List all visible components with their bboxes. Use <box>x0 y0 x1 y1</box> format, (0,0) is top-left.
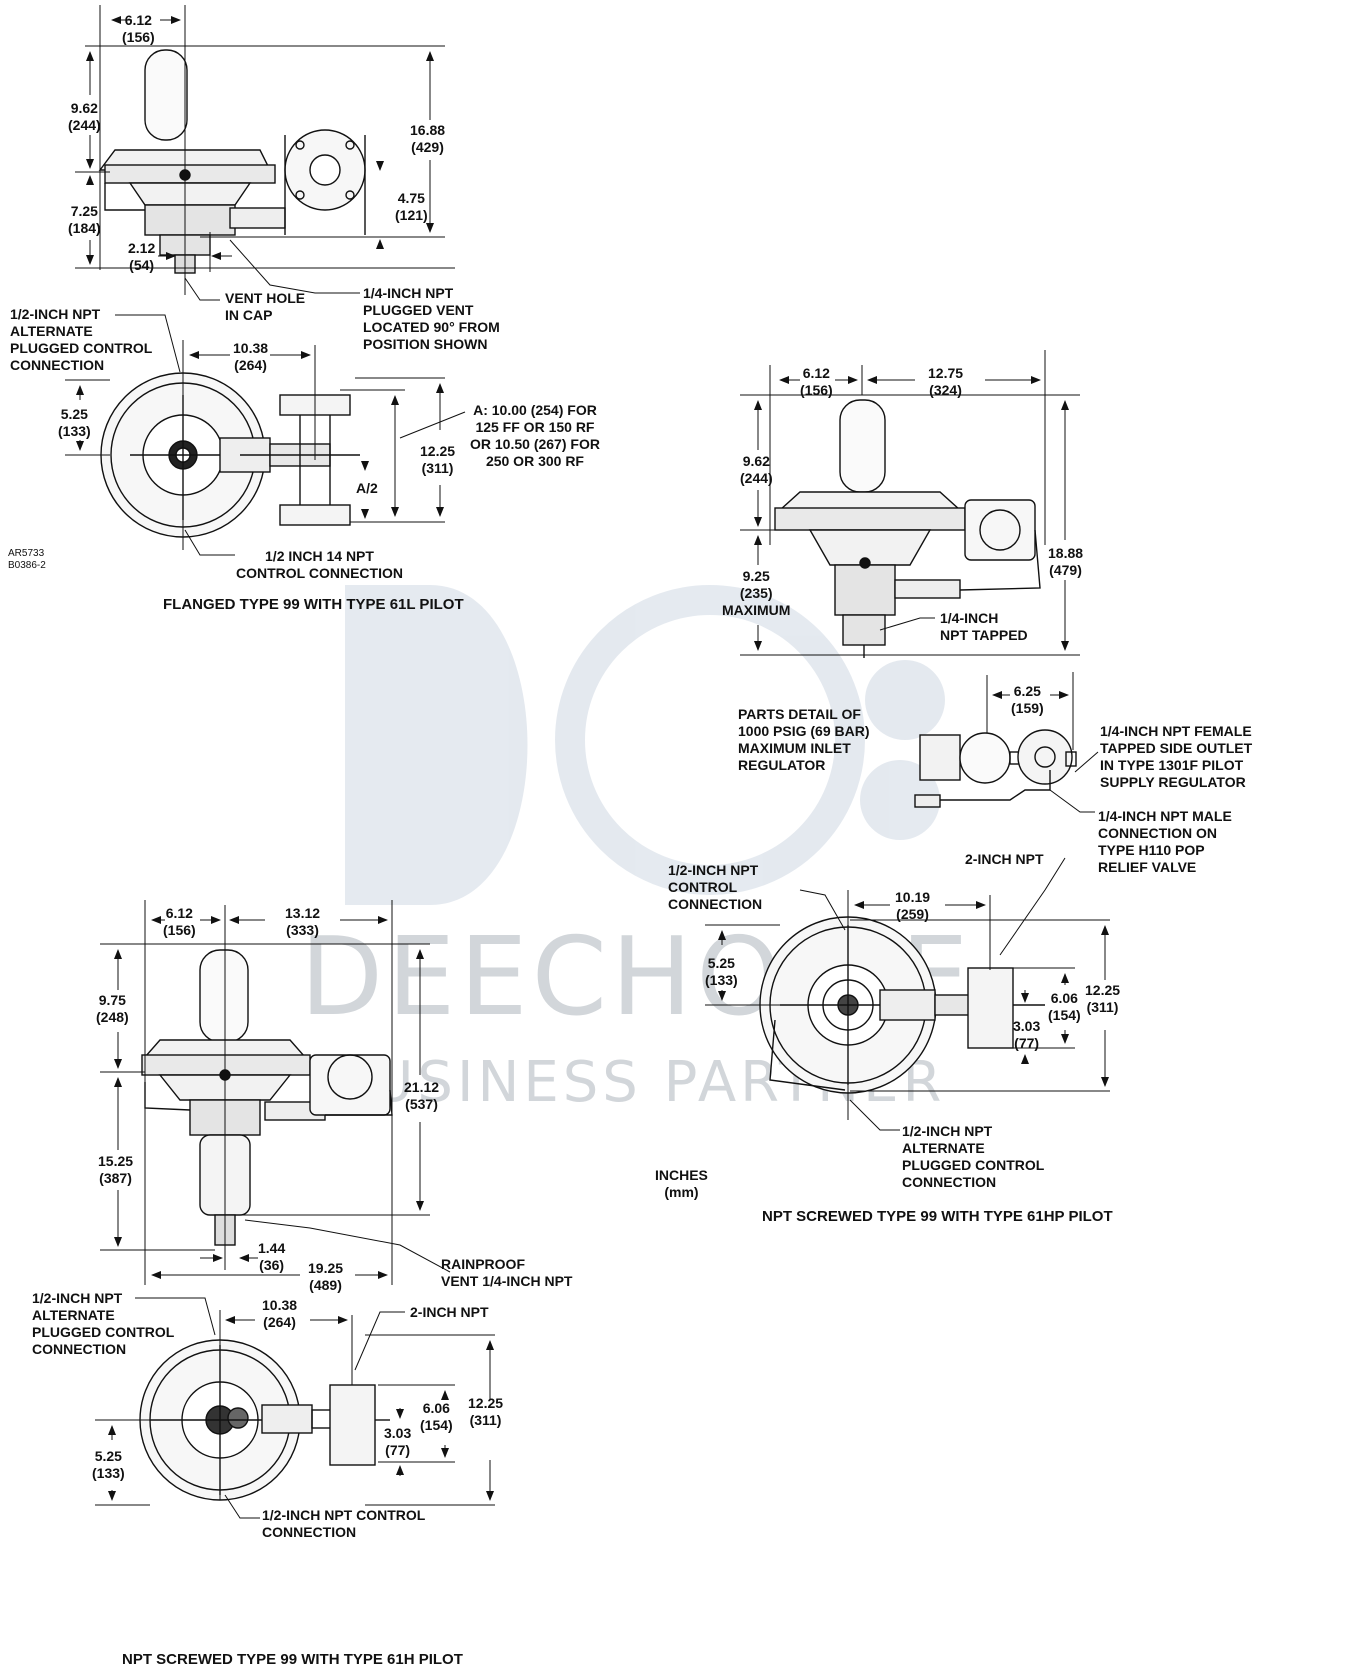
fig1-dim-9-62: 9.62 (244) <box>68 100 101 133</box>
units-legend: INCHES (mm) <box>655 1167 708 1200</box>
fig3-caption: NPT SCREWED TYPE 99 WITH TYPE 61H PILOT <box>122 1651 463 1668</box>
fig3-dimension-lines <box>100 900 451 1285</box>
fig2-dimension-lines <box>740 350 1080 656</box>
fig2-callout-female-outlet: 1/4-INCH NPT FEMALE TAPPED SIDE OUTLET I… <box>1100 723 1253 790</box>
fig2-dim-18-88: 18.88 (479) <box>1048 545 1084 578</box>
fig3-dim-6-06: 6.06 (154) <box>420 1400 453 1433</box>
fig3-dim-6-12: 6.12 (156) <box>163 905 196 938</box>
fig2-dim-12-75: 12.75 (324) <box>928 365 964 398</box>
fig2-dim-9-62: 9.62 (244) <box>740 453 773 486</box>
fig3-dim-21-12: 21.12 (537) <box>404 1079 440 1112</box>
fig2-elevation <box>774 399 1041 658</box>
fig2-plan-dimension-lines <box>705 857 1110 1131</box>
fig2-detail-dimension-lines <box>986 672 1099 813</box>
fig1-dim-12-25: 12.25 (311) <box>420 443 456 476</box>
fig1-plan <box>100 372 360 538</box>
fig1-callout-a-note: A: 10.00 (254) FOR 125 FF OR 150 RF OR 1… <box>470 402 600 469</box>
fig2-dim-12-25: 12.25 (311) <box>1085 982 1121 1015</box>
fig2-dim-6-25: 6.25 (159) <box>1011 683 1044 716</box>
fig1-callout-alt-control: 1/2-INCH NPT ALTERNATE PLUGGED CONTROL C… <box>10 306 153 373</box>
fig2-dim-10-19: 10.19 (259) <box>895 889 931 922</box>
fig1-dim-5-25: 5.25 (133) <box>58 406 91 439</box>
fig1-dim-2-12: 2.12 (54) <box>128 240 156 273</box>
fig1-dim-6-12: 6.12 (156) <box>122 12 155 45</box>
fig2-callout-control: 1/2-INCH NPT CONTROL CONNECTION <box>668 862 763 912</box>
fig3-dim-5-25: 5.25 (133) <box>92 1448 125 1481</box>
fig3-elevation <box>141 949 393 1246</box>
fig3-callout-control: 1/2-INCH NPT CONTROL CONNECTION <box>262 1507 426 1540</box>
watermark-logo <box>345 585 945 905</box>
fig1-elevation <box>98 49 366 274</box>
fig2-dim-3-03: 3.03 (77) <box>1013 1018 1041 1051</box>
fig2-dim-6-12: 6.12 (156) <box>800 365 833 398</box>
fig2-parts-detail <box>914 729 1077 808</box>
fig1-dim-7-25: 7.25 (184) <box>68 203 101 236</box>
fig1-dim-a-half: A/2 <box>356 480 378 496</box>
fig1-caption: FLANGED TYPE 99 WITH TYPE 61L PILOT <box>163 596 464 613</box>
fig1-plan-dimension-lines <box>65 314 466 556</box>
fig3-dim-3-03: 3.03 (77) <box>384 1425 412 1458</box>
fig3-dim-9-75: 9.75 (248) <box>96 992 129 1025</box>
fig2-callout-alt-control: 1/2-INCH NPT ALTERNATE PLUGGED CONTROL C… <box>902 1123 1045 1190</box>
fig3-dim-10-38: 10.38 (264) <box>262 1297 298 1330</box>
fig2-dim-5-25: 5.25 (133) <box>705 955 738 988</box>
fig1-dim-10-38: 10.38 (264) <box>233 340 269 373</box>
fig2-callout-male-conn: 1/4-INCH NPT MALE CONNECTION ON TYPE H11… <box>1098 808 1232 875</box>
fig1-dim-16-88: 16.88 (429) <box>410 122 446 155</box>
fig1-callout-vent-hole: VENT HOLE IN CAP <box>225 290 306 323</box>
fig2-dim-9-25: 9.25 (235) MAXIMUM <box>722 568 791 618</box>
fig2-plan <box>759 916 1045 1094</box>
fig3-dim-19-25: 19.25 (489) <box>308 1260 344 1293</box>
doc-ids: AR5733 B0386-2 <box>8 548 46 571</box>
fig3-plan-dimension-lines <box>95 1297 495 1519</box>
fig2-dim-6-06: 6.06 (154) <box>1048 990 1081 1023</box>
fig1-callout-control: 1/2 INCH 14 NPT CONTROL CONNECTION <box>236 548 403 581</box>
fig1-dim-4-75: 4.75 (121) <box>395 190 428 223</box>
fig3-callout-alt-control: 1/2-INCH NPT ALTERNATE PLUGGED CONTROL C… <box>32 1290 175 1357</box>
fig2-caption: NPT SCREWED TYPE 99 WITH TYPE 61HP PILOT <box>762 1208 1113 1225</box>
fig3-dim-15-25: 15.25 (387) <box>98 1153 134 1186</box>
fig3-dim-13-12: 13.12 (333) <box>285 905 321 938</box>
fig1-callout-plugged-vent: 1/4-INCH NPT PLUGGED VENT LOCATED 90° FR… <box>363 285 500 352</box>
fig2-callout-parts-detail: PARTS DETAIL OF 1000 PSIG (69 BAR) MAXIM… <box>738 706 870 773</box>
fig3-callout-rainproof: RAINPROOF VENT 1/4-INCH NPT <box>441 1256 573 1289</box>
fig3-dim-12-25: 12.25 (311) <box>468 1395 504 1428</box>
fig3-dim-1-44: 1.44 (36) <box>258 1240 286 1273</box>
fig2-callout-tapped: 1/4-INCH NPT TAPPED <box>940 610 1028 643</box>
fig2-callout-two-inch: 2-INCH NPT <box>965 851 1044 867</box>
fig3-callout-two-inch: 2-INCH NPT <box>410 1304 489 1320</box>
fig1-dimension-lines <box>75 5 455 301</box>
